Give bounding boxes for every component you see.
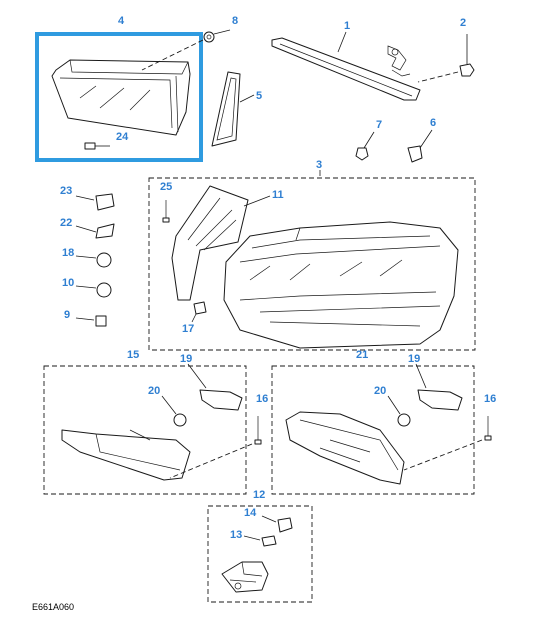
part-22[interactable]: [75, 223, 115, 239]
frame-3: [148, 177, 476, 351]
screw-24[interactable]: [84, 142, 110, 150]
frame-12: [207, 505, 313, 603]
cap-10[interactable]: [75, 282, 112, 298]
bulb-13[interactable]: [243, 535, 277, 547]
callout-18: 18: [62, 247, 74, 259]
callout-16a: 16: [256, 393, 268, 405]
highlight-frame-4[interactable]: [35, 32, 203, 162]
harness-19a[interactable]: [199, 389, 243, 411]
screw-7[interactable]: [355, 131, 375, 161]
lamp-right-21[interactable]: [285, 411, 405, 485]
callout-14: 14: [244, 507, 257, 519]
licence-lamp-12[interactable]: [221, 561, 269, 593]
screw-16b[interactable]: [484, 416, 492, 441]
callout-20b: 20: [374, 385, 386, 397]
callout-13: 13: [230, 529, 242, 541]
housing-bracket-11[interactable]: [171, 185, 249, 301]
screw-25[interactable]: [162, 200, 170, 223]
lamp-left-15[interactable]: [61, 429, 191, 481]
gasket-5[interactable]: [211, 71, 241, 147]
interior-lamp-4[interactable]: [51, 59, 191, 136]
screw-16a[interactable]: [254, 416, 262, 445]
callout-9: 9: [64, 309, 70, 321]
bulb-20b[interactable]: [387, 395, 411, 427]
callout-5: 5: [256, 90, 262, 102]
callout-16b: 16: [484, 393, 496, 405]
nut-6[interactable]: [407, 129, 433, 163]
callout-24: 24: [116, 131, 129, 143]
clip-9[interactable]: [75, 315, 107, 327]
callout-6: 6: [430, 117, 436, 129]
callout-25: 25: [160, 181, 172, 193]
stop-lamp-1[interactable]: [271, 37, 421, 101]
callout-12: 12: [253, 489, 265, 501]
frame-15: [43, 365, 247, 495]
callout-1: 1: [344, 20, 350, 32]
callout-21: 21: [356, 349, 368, 361]
callout-15: 15: [127, 349, 139, 361]
cap-18[interactable]: [75, 252, 112, 268]
bulb-20a[interactable]: [161, 395, 187, 427]
callout-10: 10: [62, 277, 74, 289]
callout-22: 22: [60, 217, 72, 229]
nut-2[interactable]: [459, 34, 475, 77]
callout-7: 7: [376, 119, 382, 131]
callout-23: 23: [60, 185, 72, 197]
callout-19b: 19: [408, 353, 420, 365]
callout-20a: 20: [148, 385, 160, 397]
callout-4: 4: [118, 15, 125, 27]
harness-19b[interactable]: [417, 389, 463, 411]
callout-2: 2: [460, 17, 466, 29]
clip-17[interactable]: [191, 301, 207, 323]
drawing-code: E661A060: [32, 602, 74, 612]
callout-19a: 19: [180, 353, 192, 365]
headlamp-assembly[interactable]: [223, 221, 459, 349]
callout-3: 3: [316, 159, 322, 171]
part-23[interactable]: [75, 193, 115, 211]
clip-8[interactable]: [203, 31, 215, 43]
callout-11: 11: [272, 189, 284, 201]
socket-14[interactable]: [261, 515, 293, 533]
callout-17: 17: [182, 323, 194, 335]
frame-21: [271, 365, 475, 495]
callout-8: 8: [232, 15, 238, 27]
